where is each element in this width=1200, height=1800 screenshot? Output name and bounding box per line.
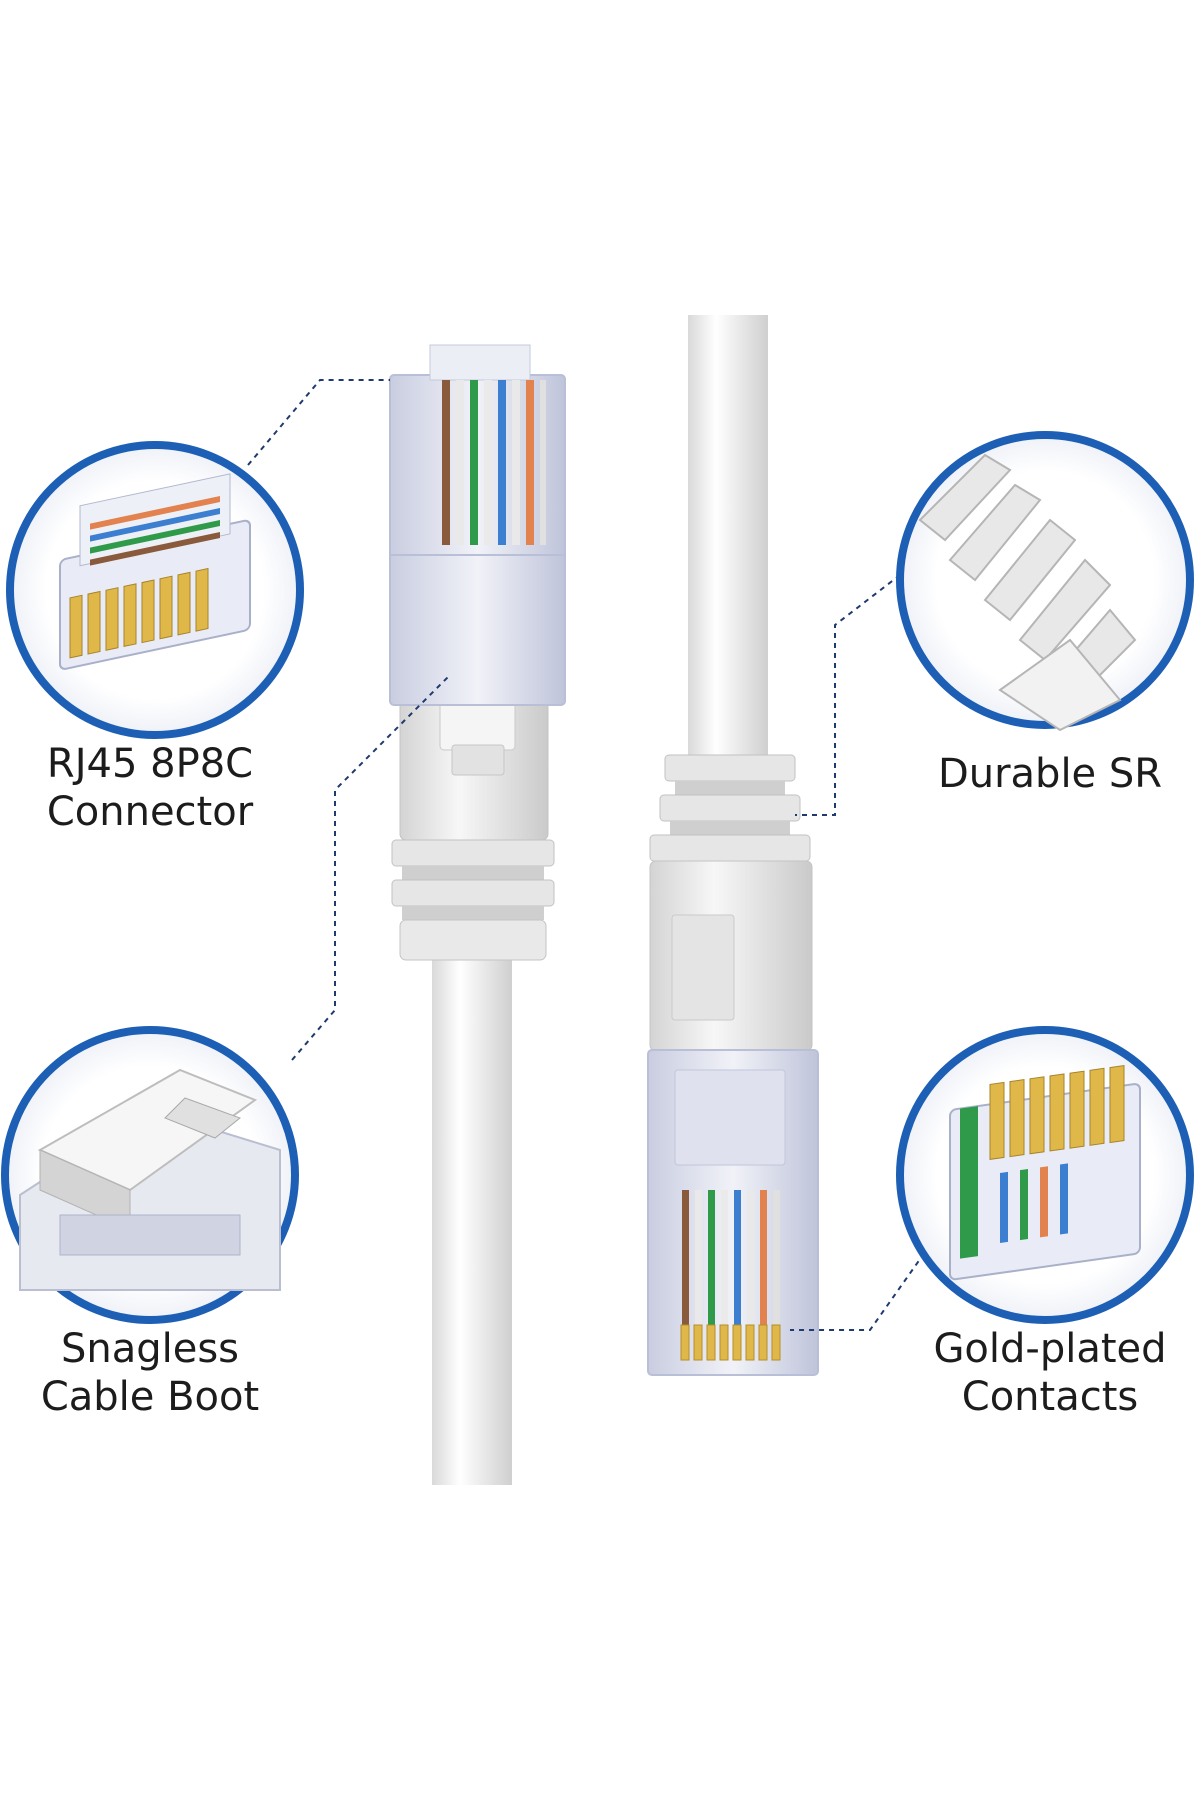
label-rj45-line1: RJ45 8P8C [46, 741, 254, 787]
right-cable [688, 315, 768, 755]
label-rj45-line2: Connector [46, 789, 254, 835]
label-gold-line1: Gold-plated [933, 1326, 1167, 1372]
label-gold-line2: Contacts [961, 1374, 1139, 1420]
label-durable-sr: Durable SR [920, 750, 1180, 798]
leader-snagless [291, 674, 451, 1061]
right-cable-assembly [647, 315, 819, 1376]
rj45-connector-closeup-icon [6, 441, 304, 739]
label-snagless-boot: Snagless Cable Boot [20, 1325, 280, 1421]
right-gold-contacts [680, 1324, 781, 1361]
label-gold-contacts: Gold-plated Contacts [910, 1325, 1190, 1421]
left-cable [432, 960, 512, 1485]
snagless-boot-closeup-icon [1, 1026, 299, 1324]
right-boot [649, 754, 813, 1052]
leader-lines [247, 379, 931, 1331]
leader-durable [795, 574, 901, 816]
label-snagless-line2: Cable Boot [40, 1374, 260, 1420]
leader-rj45 [247, 379, 390, 466]
left-cable-assembly [389, 344, 566, 1485]
strain-relief-closeup-icon [896, 431, 1194, 732]
gold-contacts-closeup-icon [896, 1026, 1194, 1324]
label-snagless-line1: Snagless [60, 1326, 240, 1372]
leader-gold [790, 1244, 931, 1331]
label-durable-line1: Durable SR [937, 751, 1163, 797]
label-rj45-connector: RJ45 8P8C Connector [20, 740, 280, 836]
right-plug [647, 1049, 819, 1376]
left-plug [389, 344, 566, 706]
